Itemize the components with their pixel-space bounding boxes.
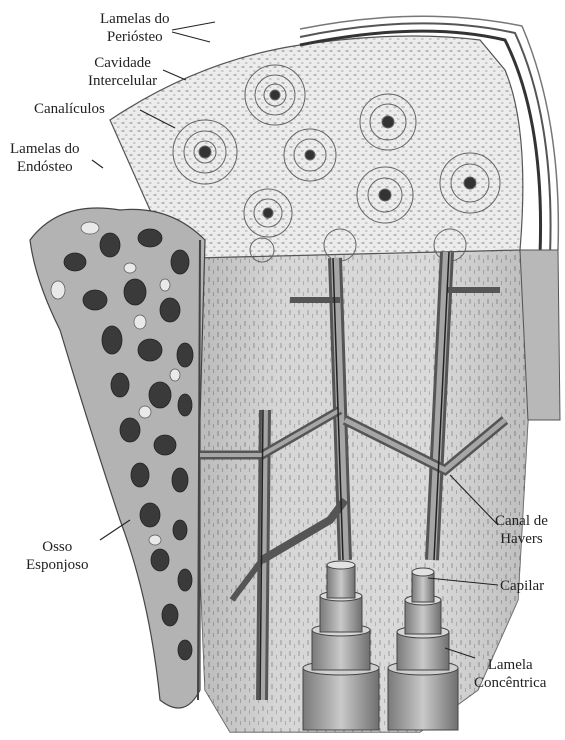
- label-canaliculi: Canalículos: [34, 100, 105, 118]
- label-periosteum-lamellae: Lamelas do Periósteo: [100, 10, 170, 46]
- label-canaliculi-line1: Canalículos: [34, 100, 105, 118]
- label-periosteum-lamellae-line1: Lamelas do: [100, 10, 170, 28]
- label-concentric-lamella-line1: Lamela: [474, 656, 546, 674]
- label-haversian-canal: Canal de Havers: [495, 512, 548, 548]
- label-spongy-bone-line2: Esponjoso: [26, 556, 89, 574]
- label-haversian-canal-line1: Canal de: [495, 512, 548, 530]
- label-intercellular-cavity-line1: Cavidade: [88, 54, 157, 72]
- spongy-bone-mass: [30, 208, 205, 708]
- label-haversian-canal-line2: Havers: [495, 530, 548, 548]
- label-capillary-line1: Capilar: [500, 577, 544, 595]
- label-endosteum-lamellae: Lamelas do Endósteo: [10, 140, 80, 176]
- label-intercellular-cavity: Cavidade Intercelular: [88, 54, 157, 90]
- label-endosteum-lamellae-line2: Endósteo: [10, 158, 80, 176]
- label-capillary: Capilar: [500, 577, 544, 595]
- label-intercellular-cavity-line2: Intercelular: [88, 72, 157, 90]
- label-periosteum-lamellae-line2: Periósteo: [100, 28, 170, 46]
- label-concentric-lamella: Lamela Concêntrica: [474, 656, 546, 692]
- label-concentric-lamella-line2: Concêntrica: [474, 674, 546, 692]
- label-endosteum-lamellae-line1: Lamelas do: [10, 140, 80, 158]
- label-spongy-bone: Osso Esponjoso: [26, 538, 89, 574]
- label-spongy-bone-line1: Osso: [26, 538, 89, 556]
